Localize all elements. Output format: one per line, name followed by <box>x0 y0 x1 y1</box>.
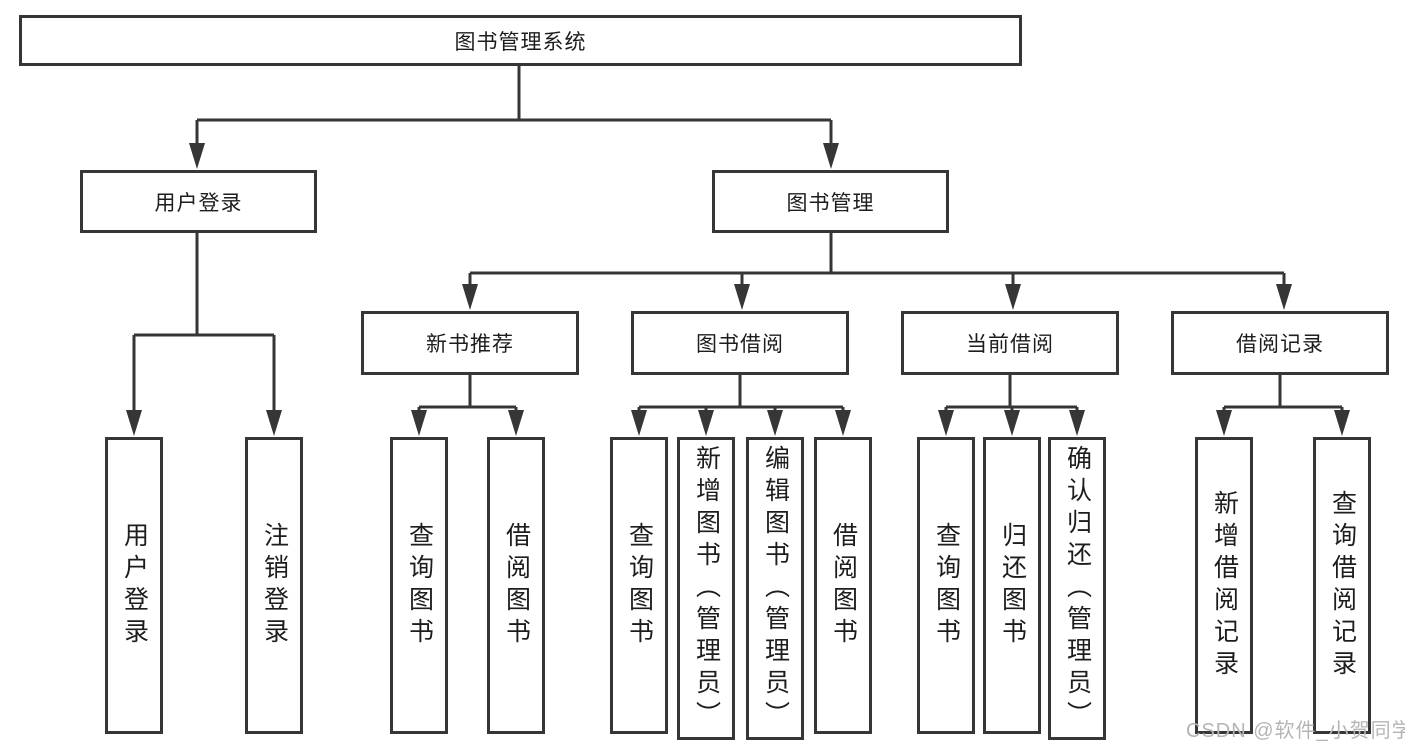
node-book-management: 图书管理 <box>712 170 949 233</box>
node-leaf-query-book-current: 查询图书 <box>917 437 975 734</box>
arrowhead <box>698 410 714 436</box>
node-label: 用户登录 <box>154 191 243 215</box>
node-leaf-borrow-book: 借阅图书 <box>814 437 872 734</box>
node-label: 图书管理系统 <box>454 30 587 54</box>
node-leaf-query-book-recommend: 查询图书 <box>390 437 448 734</box>
node-label: 确认归还（管理员） <box>1063 444 1092 733</box>
arrowhead <box>1216 410 1232 436</box>
arrowhead <box>734 284 750 310</box>
node-current-borrow: 当前借阅 <box>901 311 1119 375</box>
node-book-borrow: 图书借阅 <box>631 311 849 375</box>
node-leaf-add-book-admin: 新增图书（管理员） <box>677 437 735 740</box>
node-label: 借阅图书 <box>829 521 858 650</box>
node-new-book-recommend: 新书推荐 <box>361 311 579 375</box>
node-label: 借阅图书 <box>502 521 531 650</box>
node-user-login: 用户登录 <box>80 170 317 233</box>
node-leaf-borrow-book-recommend: 借阅图书 <box>487 437 545 734</box>
connector-root-to-level2 <box>195 66 833 150</box>
arrowhead <box>767 410 783 436</box>
arrowhead <box>823 143 839 169</box>
arrowhead <box>1004 410 1020 436</box>
node-label: 新增图书（管理员） <box>692 444 721 733</box>
node-label: 用户登录 <box>120 521 149 650</box>
node-leaf-add-borrow-record: 新增借阅记录 <box>1195 437 1253 734</box>
arrowhead <box>508 410 524 436</box>
node-label: 查询借阅记录 <box>1328 489 1357 682</box>
node-label: 编辑图书（管理员） <box>761 444 790 733</box>
arrowhead <box>462 284 478 310</box>
arrowhead <box>266 410 282 436</box>
arrowhead <box>1276 284 1292 310</box>
arrowhead <box>1069 410 1085 436</box>
node-label: 查询图书 <box>932 521 961 650</box>
node-root-library-system: 图书管理系统 <box>19 15 1022 66</box>
csdn-watermark: CSDN @软件_小贺同学 <box>1186 720 1405 742</box>
connector-book-management-to-level3 <box>468 233 1286 290</box>
arrowhead <box>631 410 647 436</box>
arrowhead <box>411 410 427 436</box>
node-leaf-query-borrow-record: 查询借阅记录 <box>1313 437 1371 734</box>
connector-borrow-records-to-leaves <box>1222 375 1344 415</box>
arrowhead <box>126 410 142 436</box>
node-label: 注销登录 <box>260 521 289 650</box>
node-leaf-return-book: 归还图书 <box>983 437 1041 734</box>
arrowhead <box>189 143 205 169</box>
node-leaf-user-login: 用户登录 <box>105 437 163 734</box>
node-label: 归还图书 <box>998 521 1027 650</box>
arrowhead <box>835 410 851 436</box>
node-leaf-logout: 注销登录 <box>245 437 303 734</box>
connector-new-book-recommend-to-leaves <box>417 375 518 415</box>
node-label: 图书借阅 <box>696 333 784 356</box>
node-leaf-edit-book-admin: 编辑图书（管理员） <box>746 437 804 740</box>
node-label: 图书管理 <box>786 191 875 215</box>
arrowhead <box>938 410 954 436</box>
node-label: 新书推荐 <box>426 333 514 356</box>
node-label: 借阅记录 <box>1236 333 1324 356</box>
arrowhead <box>1005 284 1021 310</box>
node-label: 查询图书 <box>405 521 434 650</box>
node-label: 当前借阅 <box>966 333 1054 356</box>
node-leaf-query-book-borrow: 查询图书 <box>610 437 668 734</box>
connector-user-login-to-leaves <box>132 233 276 415</box>
connector-current-borrow-to-leaves <box>944 375 1079 415</box>
connector-book-borrow-to-leaves <box>637 375 845 415</box>
node-label: 新增借阅记录 <box>1210 489 1239 682</box>
arrowhead <box>1334 410 1350 436</box>
node-leaf-confirm-return-admin: 确认归还（管理员） <box>1048 437 1106 740</box>
node-borrow-records: 借阅记录 <box>1171 311 1389 375</box>
node-label: 查询图书 <box>625 521 654 650</box>
